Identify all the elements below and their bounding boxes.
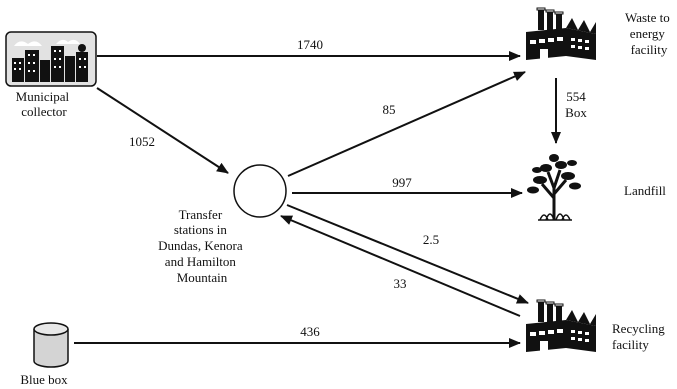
bluebox-label: Blue box xyxy=(20,372,68,387)
flow-label-energy-landfill: 554 xyxy=(566,89,586,104)
flow-label-transfer-landfill: 997 xyxy=(392,175,412,190)
waste-energy-label: Waste to energy facility xyxy=(625,10,673,57)
transfer-station-node xyxy=(233,164,287,218)
flow-label-transfer-recycling: 2.5 xyxy=(423,232,439,247)
flow-label-municipal-transfer: 1052 xyxy=(129,134,155,149)
transfer-label: Transfer stations in Dundas, Kenora and … xyxy=(158,207,246,285)
edge-transfer-recycling xyxy=(286,204,529,304)
edge-municipal-transfer xyxy=(96,87,229,174)
city-skyline-icon xyxy=(5,31,97,87)
municipal-label: Municipal collector xyxy=(16,89,73,119)
flow-label-transfer-energy: 85 xyxy=(383,102,396,117)
flow-label-municipal-energy: 1740 xyxy=(297,37,323,52)
factory-icon xyxy=(525,7,597,61)
edge-recycling-transfer xyxy=(280,215,521,317)
flow-label-recycling-transfer: 33 xyxy=(394,276,407,291)
factory-icon xyxy=(525,299,597,353)
tree-icon xyxy=(527,154,581,221)
cylinder-bin-icon xyxy=(33,322,69,368)
edge-transfer-energy xyxy=(287,71,526,177)
landfill-label: Landfill xyxy=(624,183,666,198)
flow-label-energy-landfill-unit: Box xyxy=(565,105,587,120)
recycling-label: Recycling facility xyxy=(612,321,668,352)
flow-label-bluebox-recycling: 436 xyxy=(300,324,320,339)
